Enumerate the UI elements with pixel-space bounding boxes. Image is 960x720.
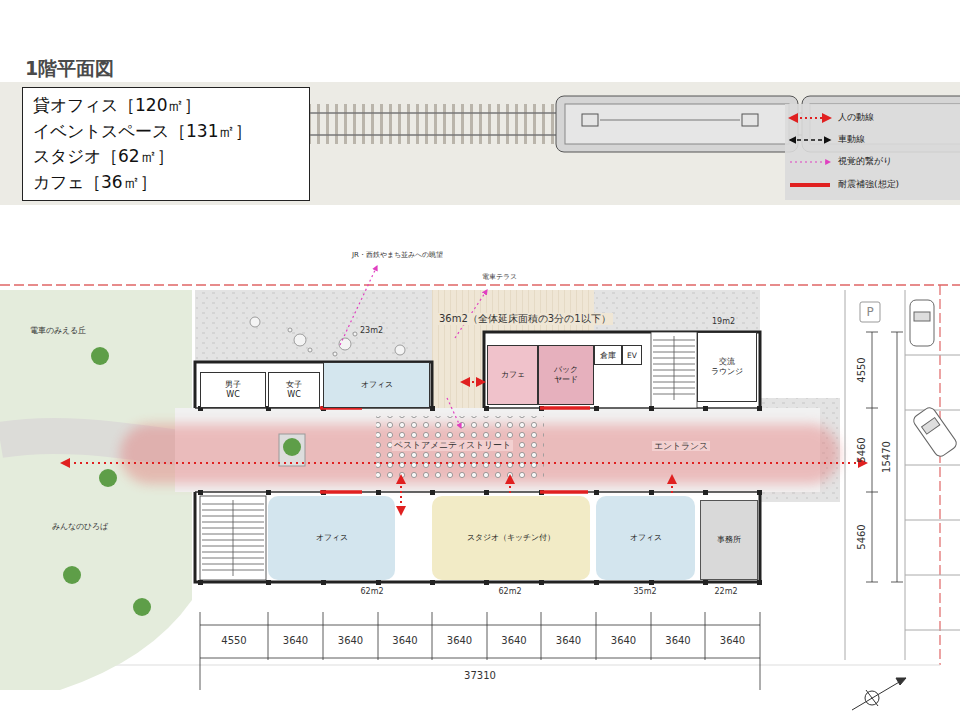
north-arrow (852, 678, 906, 710)
dimension-value: 3640 (556, 635, 581, 647)
office-room: オフィス (268, 496, 395, 580)
main-flow-arrow (62, 462, 866, 464)
site-boundary (939, 285, 940, 665)
studio-room: スタジオ（キッチン付） (432, 496, 590, 580)
backyard-room: バック ヤード (538, 345, 594, 405)
dimension-value: 4550 (221, 635, 246, 647)
room-label: オフィス (361, 380, 393, 390)
plan-label: 電車のみえる丘 (30, 326, 86, 336)
terrace-deck (432, 332, 484, 408)
dimension-value: 3640 (720, 635, 745, 647)
dimension-value: 5460 (856, 437, 868, 462)
walls (195, 332, 760, 582)
parking-mark: P (866, 305, 873, 319)
dimension-value: 5460 (856, 524, 868, 549)
toilet-room: 女子 WC (268, 372, 320, 408)
plan-label: みんなのひろば (52, 522, 108, 532)
columns (198, 406, 762, 585)
plan-label: 電車テラス (482, 273, 517, 281)
dimension-value: 37310 (464, 670, 496, 682)
summary-line: カフェ［36㎡］ (33, 170, 157, 196)
dimension-value: 15470 (881, 441, 893, 473)
lounge-room: 交流 ラウンジ (697, 332, 757, 402)
toilet-room: 男子 WC (200, 372, 266, 408)
summary-line: スタジオ［62㎡］ (33, 144, 174, 170)
dimension-value: 3640 (338, 635, 363, 647)
dimension-value: 3640 (665, 635, 690, 647)
elevator-room: EV (622, 345, 642, 365)
legend-panel (785, 104, 960, 200)
plan-label: エントランス (652, 441, 710, 451)
room-label: カフェ (501, 370, 525, 380)
cars (910, 300, 959, 459)
plan-label: 62m2 (360, 587, 383, 597)
site-boundary (0, 284, 960, 286)
seismic-walls (320, 408, 590, 492)
admin-room: 事務所 (700, 500, 758, 580)
plan-label: 19m2 (712, 317, 735, 327)
dimension-value: 3640 (447, 635, 472, 647)
stairs (200, 332, 697, 580)
room-label: オフィス (630, 533, 662, 543)
plan-label: 23m2 (360, 326, 383, 336)
room-label: 男子 WC (221, 380, 245, 399)
walls (195, 408, 760, 492)
plan-label: JR・西鉄やまち並みへの眺望 (352, 251, 443, 259)
dimension-value: 4550 (856, 357, 868, 382)
plan-label: 22m2 (714, 587, 737, 597)
plan-label: 35m2 (633, 587, 656, 597)
trees (63, 347, 151, 616)
summary-box: 貸オフィス［120㎡］イベントスペース［131㎡］スタジオ［62㎡］カフェ［36… (22, 87, 310, 201)
site-boundary (0, 664, 940, 665)
dimension-value: 3640 (501, 635, 526, 647)
dimension-value: 3640 (611, 635, 636, 647)
corridor-tree (279, 434, 305, 466)
room-label: 倉庫 (600, 351, 616, 360)
legend-label: 耐震補強(想定) (838, 179, 899, 190)
summary-line: イベントスペース［131㎡］ (33, 119, 252, 145)
legend-label: 車動線 (838, 134, 865, 145)
room-label: 交流 ラウンジ (709, 357, 745, 376)
cafe-room: カフェ (487, 345, 538, 405)
storage-room: 倉庫 (594, 345, 622, 365)
office-room: オフィス (596, 496, 695, 580)
room-label: オフィス (316, 533, 348, 543)
office-room: オフィス (323, 362, 430, 408)
dimension-value: 3640 (392, 635, 417, 647)
plan-label: ベストアメニティストリート (392, 440, 513, 451)
dimension-value: 3640 (283, 635, 308, 647)
parking (845, 290, 960, 660)
legend-label: 視覚的繋がり (838, 156, 892, 167)
outdoor-tables (250, 317, 405, 356)
plan-label: 62m2 (498, 587, 521, 597)
plan-title: 1階平面図 (25, 57, 114, 80)
dimension-lines (200, 332, 903, 690)
room-label: EV (627, 351, 637, 360)
room-label: スタジオ（キッチン付） (467, 533, 555, 543)
room-label: 女子 WC (282, 380, 306, 399)
legend-label: 人の動線 (838, 112, 874, 123)
plan-label: 36m2（全体延床面積の3分の1以下） (437, 313, 613, 325)
hill (0, 290, 192, 690)
summary-line: 貸オフィス［120㎡］ (33, 93, 201, 119)
room-label: 事務所 (717, 535, 741, 545)
terrace-deck (432, 290, 594, 332)
room-label: バック ヤード (550, 365, 582, 384)
legend-samples (790, 118, 830, 185)
